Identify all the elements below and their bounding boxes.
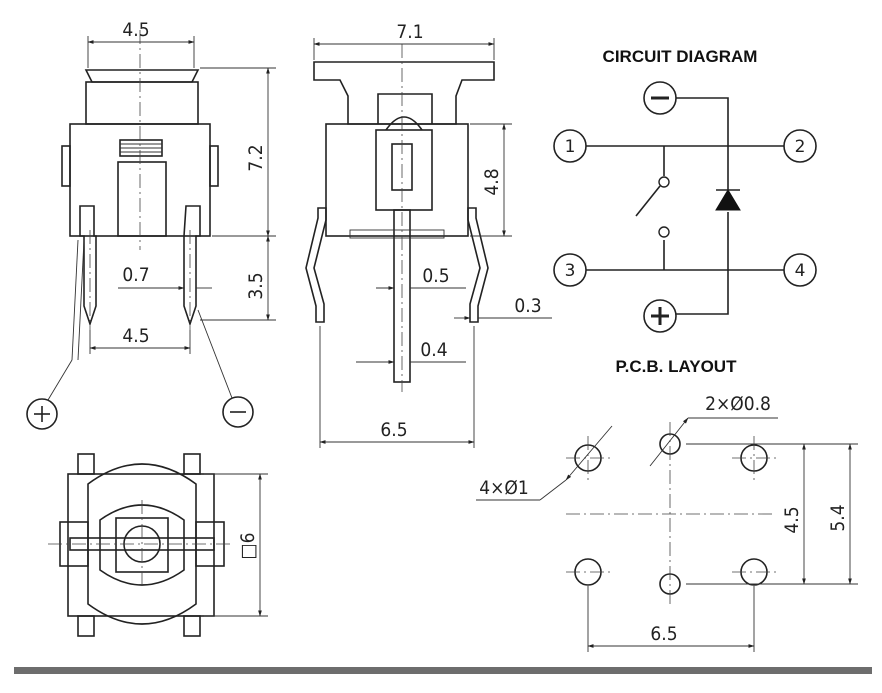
minus-terminal-icon bbox=[222, 396, 254, 428]
side-view: 4.5 7.2 3.5 0.7 4.5 bbox=[26, 19, 276, 430]
bottom-dim-size: □6 bbox=[237, 532, 259, 559]
front-view: 7.1 4.8 0.5 0.3 0.4 6.5 bbox=[305, 21, 552, 448]
side-dim-pin-width: 0.7 bbox=[122, 264, 149, 286]
front-dim-overall-width: 6.5 bbox=[380, 419, 407, 441]
pcb-dim-outer-spacing: 5.4 bbox=[827, 504, 849, 531]
pcb-title: P.C.B. LAYOUT bbox=[616, 357, 738, 376]
circuit-diagram: CIRCUIT DIAGRAM 1 2 3 4 bbox=[553, 47, 817, 333]
circuit-minus-icon bbox=[643, 81, 677, 115]
pcb-dim-column-spacing: 6.5 bbox=[650, 623, 677, 645]
circuit-pin-1: 1 bbox=[565, 137, 576, 157]
front-dim-pin-width: 0.5 bbox=[422, 265, 449, 287]
circuit-plus-icon bbox=[643, 299, 677, 333]
bottom-view: □6 bbox=[48, 453, 268, 637]
pcb-dim-row-spacing: 4.5 bbox=[781, 506, 803, 533]
front-dim-body-height: 4.8 bbox=[481, 168, 503, 195]
pcb-dim-large-holes: 4×Ø1 bbox=[479, 477, 529, 499]
front-dim-top-width: 7.1 bbox=[396, 21, 423, 43]
circuit-pin-3: 3 bbox=[565, 261, 576, 281]
front-dim-pin-width-2: 0.4 bbox=[420, 339, 447, 361]
circuit-pin-4: 4 bbox=[795, 261, 806, 281]
front-dim-pin-thickness: 0.3 bbox=[514, 295, 541, 317]
side-dim-pin-pitch: 4.5 bbox=[122, 325, 149, 347]
pcb-dim-small-holes: 2×Ø0.8 bbox=[705, 393, 771, 415]
pcb-layout: P.C.B. LAYOUT 2×Ø0.8 4×Ø1 4.5 bbox=[476, 357, 858, 652]
side-dim-top-width: 4.5 bbox=[122, 19, 149, 41]
side-dim-height: 7.2 bbox=[245, 144, 267, 171]
plus-terminal-icon bbox=[26, 398, 58, 430]
bottom-divider-bar bbox=[14, 667, 872, 674]
side-dim-pin-length: 3.5 bbox=[245, 272, 267, 299]
circuit-title: CIRCUIT DIAGRAM bbox=[603, 47, 758, 66]
circuit-pin-2: 2 bbox=[795, 137, 806, 157]
